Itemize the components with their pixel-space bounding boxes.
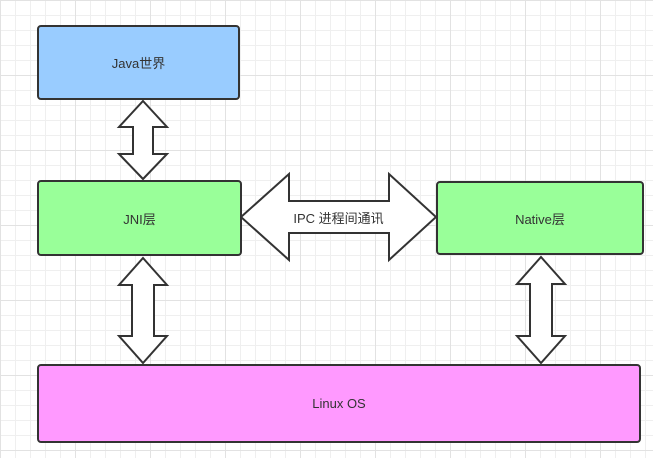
double-arrow-jni-native-icon xyxy=(239,171,438,263)
node-linux-os: Linux OS xyxy=(37,364,641,443)
node-java-world: Java世界 xyxy=(37,25,240,100)
node-linux-os-label: Linux OS xyxy=(312,396,366,411)
node-native-layer: Native层 xyxy=(436,181,644,255)
ipc-edge-label: IPC 进程间通讯 xyxy=(293,211,384,226)
double-arrow-native-linux-icon xyxy=(514,255,568,365)
double-arrow-jni-linux-icon xyxy=(116,256,170,365)
node-native-layer-label: Native层 xyxy=(515,211,565,227)
double-arrow-java-jni-icon xyxy=(116,99,170,181)
node-jni-layer: JNI层 xyxy=(37,180,242,256)
node-jni-layer-label: JNI层 xyxy=(123,211,156,227)
node-java-world-label: Java世界 xyxy=(111,56,166,71)
